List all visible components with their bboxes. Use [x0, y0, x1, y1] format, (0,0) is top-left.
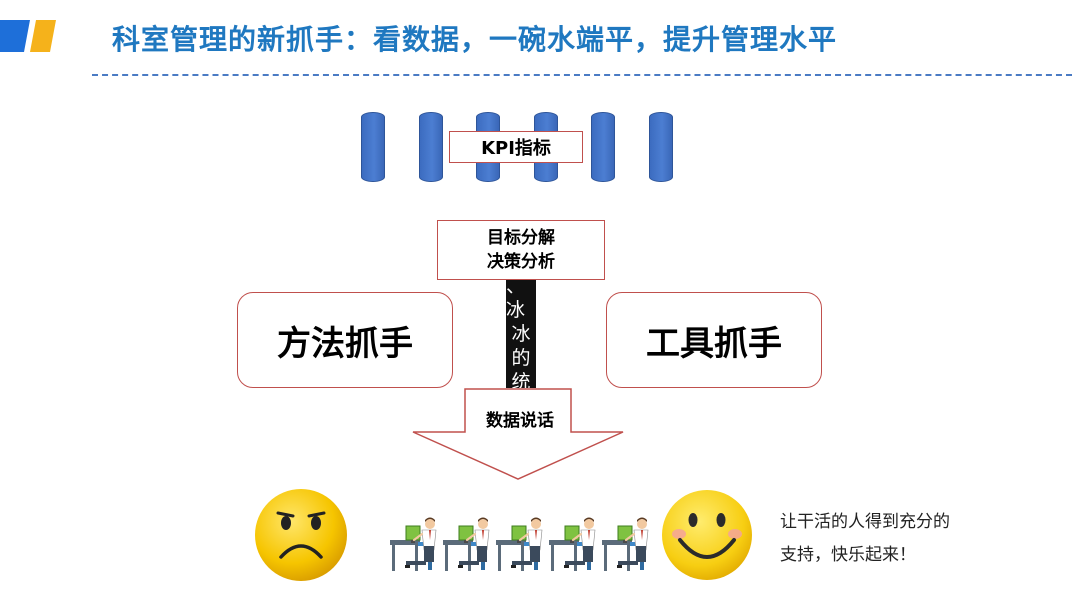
kpi-label: KPI指标 [481, 138, 551, 159]
bar-char: 、冰 [506, 280, 526, 321]
kpi-pillar [649, 112, 673, 182]
kpi-label-box: KPI指标 [449, 131, 583, 163]
arrow-label: 数据说话 [486, 411, 554, 431]
bar-char: 的 [511, 347, 531, 369]
kpi-pillar [591, 112, 615, 182]
vertical-text-bar: 、冰 冰 的 统 [506, 280, 536, 388]
note-line: 支持，快乐起来！ [780, 545, 916, 565]
office-worker-icon [388, 516, 438, 572]
office-worker-icon [547, 516, 597, 572]
down-arrow-icon [412, 388, 624, 480]
office-worker-icon [494, 516, 544, 572]
page-title: 科室管理的新抓手：看数据，一碗水端平，提升管理水平 [112, 23, 838, 56]
office-workers-illustration [388, 516, 650, 572]
note-text: 让干活的人得到充分的 支持，快乐起来！ [780, 506, 1020, 572]
title-divider [92, 74, 1072, 76]
goal-line: 目标分解 [487, 228, 555, 248]
note-line: 让干活的人得到充分的 [780, 512, 950, 532]
office-worker-icon [600, 516, 650, 572]
goal-line: 决策分析 [487, 252, 555, 272]
bar-char: 统 [511, 371, 531, 388]
goal-decision-box: 目标分解 决策分析 [437, 220, 605, 280]
happy-face-icon [662, 490, 752, 580]
method-label: 方法抓手 [277, 323, 413, 364]
tool-box: 工具抓手 [606, 292, 822, 388]
method-box: 方法抓手 [237, 292, 453, 388]
bar-char: 冰 [511, 323, 531, 345]
kpi-pillar [361, 112, 385, 182]
sad-face-icon [255, 489, 347, 581]
tool-label: 工具抓手 [646, 323, 782, 364]
kpi-pillar [419, 112, 443, 182]
logo-icon [0, 20, 56, 52]
office-worker-icon [441, 516, 491, 572]
